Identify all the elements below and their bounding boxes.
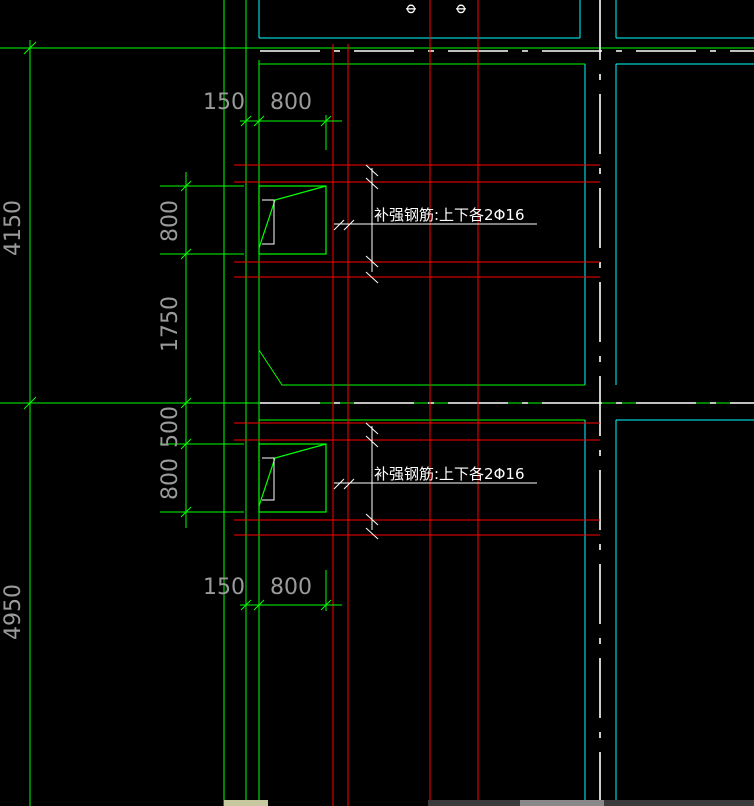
red-rebar-lines [234,0,600,806]
upper-opening [258,185,327,255]
green-wall-outline [258,63,585,421]
tick-mark [365,527,379,540]
tick-mark [180,397,192,409]
tick-mark [365,271,379,284]
dim-text-4950: 4950 [1,584,26,640]
dim-text-1750: 1750 [158,296,183,352]
note-lower-reinforcement: 补强钢筋:上下各2Φ16 [374,465,525,483]
status-bar [224,800,754,806]
tick-mark [320,599,332,611]
tick-mark [365,255,379,268]
tick-mark [23,396,37,410]
upper-opening-mark [262,199,275,245]
dim-bottom-horizontal [240,570,342,611]
tick-mark [365,164,379,177]
cyan-structural-lines [258,0,754,806]
tick-mark [343,478,355,490]
tick-mark [180,438,192,450]
upper-opening-diagonal [258,185,327,249]
tick-mark [365,422,379,435]
dim-text-800-top: 800 [270,90,312,115]
tick-mark [333,219,345,231]
dim-text-4150: 4150 [1,200,26,256]
dim-text-500: 500 [158,406,183,448]
tick-mark [23,41,37,55]
tick-mark [240,599,252,611]
dim-text-800-lower: 800 [158,458,183,500]
tick-mark [320,115,332,127]
dim-text-150-bottom: 150 [203,575,245,600]
lower-opening [258,443,327,513]
tick-mark [253,115,265,127]
tick-mark [180,248,192,260]
tick-mark [253,599,265,611]
dim-top-horizontal [240,115,342,150]
dim-text-800-bottom: 800 [270,575,312,600]
lower-opening-diagonal [258,443,327,507]
tick-mark [343,219,355,231]
note-upper-reinforcement: 补强钢筋:上下各2Φ16 [374,206,525,224]
tick-mark [240,115,252,127]
lower-opening-rect [258,443,327,513]
lower-opening-mark [262,457,275,501]
wall-chamfer-upper [258,349,585,386]
top-label-b: Φ [455,4,470,14]
tick-mark [365,513,379,526]
tick-mark [333,478,345,490]
dim-text-150-top: 150 [203,90,245,115]
upper-opening-rect [258,185,327,255]
top-label-a: Φ [405,4,420,14]
tick-mark [180,506,192,518]
status-bar-thumb[interactable] [520,800,604,806]
dim-left-vertical [160,172,244,528]
tick-mark [365,435,379,448]
tick-mark [180,180,192,192]
white-leaders [333,164,537,540]
status-bar-tab[interactable] [224,800,268,806]
white-center-lines [260,0,754,806]
tick-mark [365,177,379,190]
dim-text-800-upper: 800 [158,200,183,242]
